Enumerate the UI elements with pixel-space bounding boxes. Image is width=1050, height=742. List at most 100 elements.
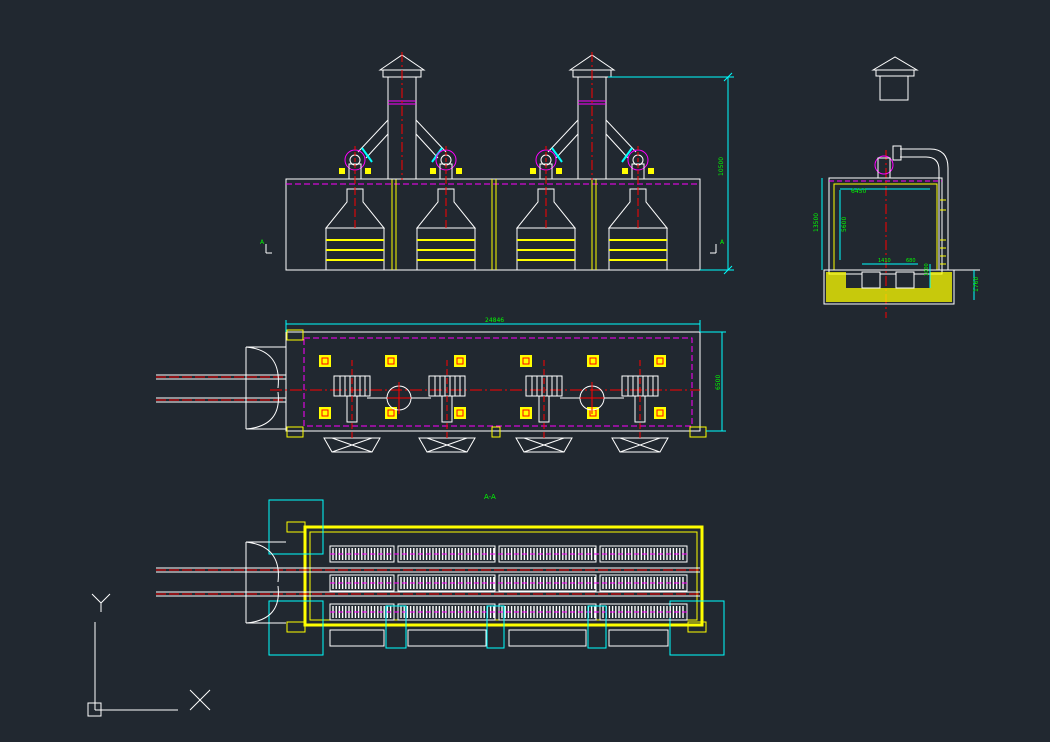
section-door — [245, 541, 286, 624]
chimney-duct-joint — [621, 147, 633, 163]
section-marker-right — [710, 244, 717, 254]
plan-burner-cross — [426, 437, 468, 453]
plan-post-mark — [522, 357, 530, 365]
burner-valve — [622, 168, 628, 174]
plan-post-mark — [589, 357, 597, 365]
plan-post-mark — [456, 409, 464, 417]
side-elevation-view[interactable]: 13500 5600 6450 1760 1410 680 1000 — [813, 56, 980, 318]
side-duct-flange — [892, 145, 902, 161]
section-support-box — [587, 605, 607, 649]
plan-post-top — [520, 355, 532, 367]
plan-post-mark — [321, 409, 329, 417]
front-elevation-view[interactable]: 10500 A A — [260, 52, 734, 275]
side-duct-outer — [900, 148, 949, 270]
section-corner-box — [268, 499, 324, 555]
plan-post-bottom — [654, 407, 666, 419]
section-blower-base — [608, 629, 669, 647]
section-marker-left-text: A — [260, 239, 265, 246]
plan-post-bottom — [385, 407, 397, 419]
chimney-duct — [365, 133, 389, 159]
plan-post-mark — [656, 357, 664, 365]
chimney-duct-joint — [551, 147, 563, 163]
side-burner-body — [877, 157, 891, 179]
burner-valve — [648, 168, 654, 174]
section-a-a-view[interactable]: A-A — [156, 493, 725, 656]
chamber-dividers — [391, 179, 597, 270]
chimney-duct — [357, 119, 389, 153]
side-sub-dim-3: 1000 — [924, 263, 930, 276]
burner-valve — [339, 168, 345, 174]
side-sub-dim-1: 1410 — [878, 258, 891, 264]
plan-corner-post — [286, 426, 304, 438]
plan-post-top — [454, 355, 466, 367]
plan-corner-post — [491, 426, 501, 438]
side-inner-height-text: 5600 — [841, 217, 848, 232]
plan-post-bottom — [520, 407, 532, 419]
furnace-body-outline — [285, 178, 701, 271]
chimney-duct-joint — [361, 147, 373, 163]
plan-post-top — [654, 355, 666, 367]
plan-burner-cross — [331, 437, 373, 453]
chimney-duct — [605, 133, 629, 159]
plan-dimensions — [285, 320, 726, 432]
burner-valve — [365, 168, 371, 174]
plan-width-text: 6500 — [715, 375, 722, 390]
plan-post-mark — [387, 357, 395, 365]
plan-body-outline — [285, 331, 701, 432]
plan-burner-cross — [523, 437, 565, 453]
plan-view[interactable]: 24846 6500 — [156, 317, 726, 453]
plan-post-mark — [522, 409, 530, 417]
side-width-text: 6450 — [851, 188, 866, 195]
section-marker-right-text: A — [720, 239, 725, 246]
height-dimension-text: 10500 — [718, 157, 725, 176]
side-chimney-stub — [879, 75, 909, 101]
side-height-text: 13500 — [813, 213, 820, 232]
chimney-group — [357, 52, 637, 180]
section-corner-box — [268, 600, 324, 656]
ucs-icon: Y X — [87, 593, 211, 717]
section-blower-base — [407, 629, 487, 647]
section-corner-post — [286, 521, 306, 533]
chimney-duct — [605, 119, 637, 153]
hopper-group — [324, 176, 669, 271]
section-marker-left — [265, 244, 272, 254]
side-base-pit-2 — [895, 271, 915, 289]
section-blower-base — [508, 629, 587, 647]
section-blower-base — [329, 629, 385, 647]
burner-valve — [456, 168, 462, 174]
section-rails — [156, 567, 700, 597]
plan-length-text: 24846 — [485, 317, 504, 324]
section-corner-post — [687, 621, 707, 633]
plan-door — [245, 346, 286, 430]
plan-post-mark — [387, 409, 395, 417]
chimney-duct — [415, 133, 439, 159]
section-corner-post — [286, 621, 306, 633]
plan-post-top — [319, 355, 331, 367]
burner-group — [339, 146, 654, 182]
plan-corner-post — [689, 426, 707, 438]
side-sub-dim-2: 680 — [906, 258, 916, 264]
plan-post-mark — [656, 409, 664, 417]
burner-valve — [556, 168, 562, 174]
plan-corner-post — [286, 329, 304, 341]
plan-hidden-outline — [303, 337, 693, 427]
burner-valve — [530, 168, 536, 174]
plan-post-mark — [321, 357, 329, 365]
side-duct-inner — [900, 156, 940, 270]
burner-valve — [430, 168, 436, 174]
side-dimensions — [821, 178, 975, 300]
plan-burner-units — [319, 355, 669, 453]
height-dimension — [608, 72, 734, 275]
section-corner-box — [669, 600, 725, 656]
side-base-height-text: 1760 — [973, 277, 980, 292]
side-base — [823, 269, 955, 305]
chimney-duct — [555, 133, 579, 159]
side-ladder — [940, 199, 946, 265]
plan-post-bottom — [454, 407, 466, 419]
section-racks — [329, 545, 688, 649]
chimney-duct — [415, 119, 447, 153]
section-support-box — [486, 605, 505, 649]
plan-post-bottom — [319, 407, 331, 419]
